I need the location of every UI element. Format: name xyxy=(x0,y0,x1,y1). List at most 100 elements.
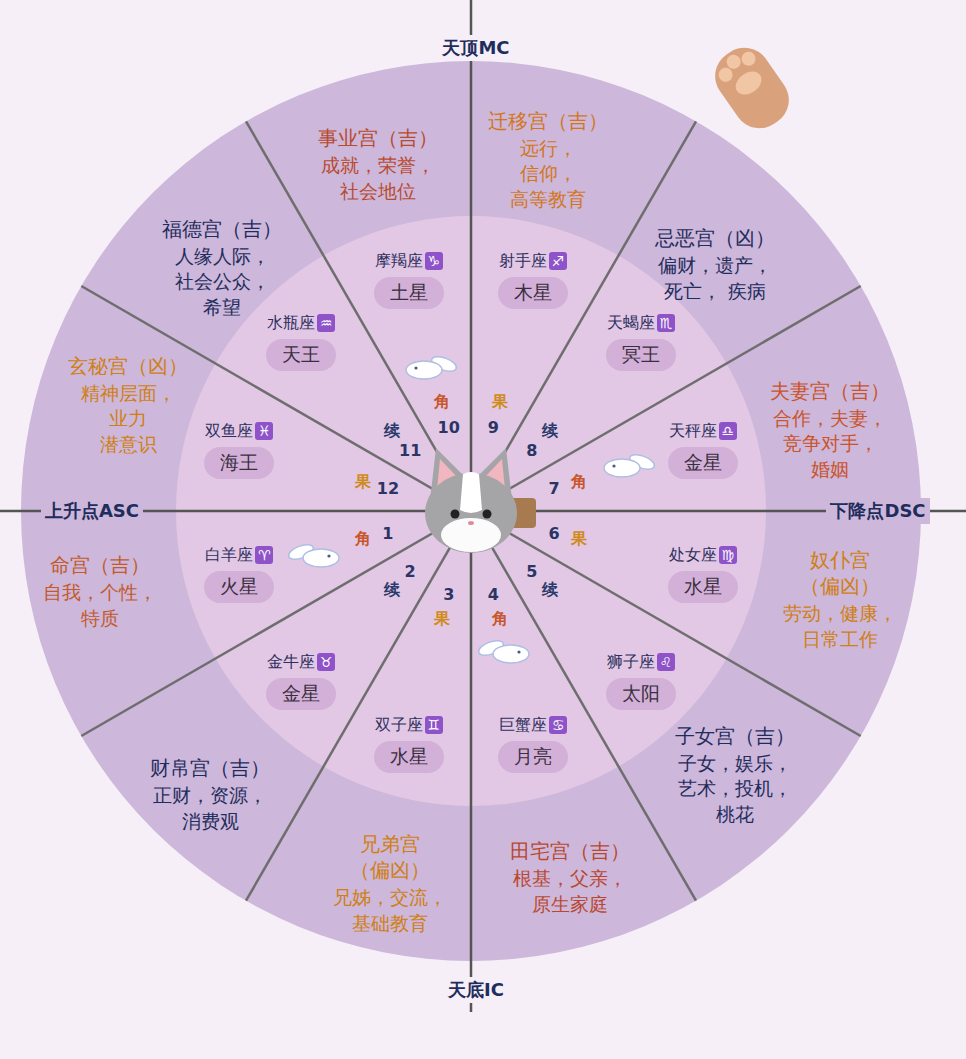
planet-pill: 处女座♍ 水星 xyxy=(653,543,753,603)
axis-label: 天底IC xyxy=(444,977,508,1003)
house-number: 5 xyxy=(526,562,537,581)
planet-name: 金星 xyxy=(684,451,722,473)
sign-row: 巨蟹座♋ xyxy=(483,713,583,736)
pill-shape: 水星 xyxy=(668,571,738,603)
house-title: 迁移宫（吉） xyxy=(484,108,612,134)
house-title: 福德宫（吉） xyxy=(158,216,286,242)
house-sector: 迁移宫（吉）远行， 信仰， 高等教育 xyxy=(482,108,614,213)
house-quality: 角 xyxy=(434,392,450,413)
planet-name: 海王 xyxy=(220,451,258,473)
house-quality: 果 xyxy=(571,529,587,550)
sign-row: 摩羯座♑ xyxy=(359,249,459,272)
angel-icon xyxy=(477,638,529,663)
house-quality: 果 xyxy=(492,392,508,413)
planet-pill: 巨蟹座♋月亮 xyxy=(483,713,583,773)
planet-name: 水星 xyxy=(390,745,428,767)
house-sector: 田宅宫（吉）根基，父亲， 原生家庭 xyxy=(504,838,636,917)
house-title: 子女宫（吉） xyxy=(671,723,799,749)
house-quality: 角 xyxy=(492,609,508,630)
house-quality: 角 xyxy=(571,472,587,493)
sign-name: 双子座 xyxy=(375,715,423,734)
house-number: 6 xyxy=(548,524,559,543)
spoke-line xyxy=(81,511,471,736)
planet-pill: 金牛座♉ 金星 xyxy=(251,651,351,711)
house-sector: 奴仆宫 （偏凶）劳动，健康， 日常工作 xyxy=(774,547,906,652)
planet-name: 火星 xyxy=(220,575,258,597)
sign-name: 巨蟹座 xyxy=(499,715,547,734)
angel-icon xyxy=(406,354,458,379)
sign-name: 处女座 xyxy=(669,545,717,564)
pill-shape: 土星 xyxy=(374,277,444,309)
house-quality: 果 xyxy=(434,609,450,630)
house-sector: 子女宫（吉）子女，娱乐， 艺术，投机， 桃花 xyxy=(669,723,801,828)
planet-pill: 双子座♊水星 xyxy=(359,713,459,773)
house-quality: 续 xyxy=(542,421,558,442)
house-sector: 福德宫（吉）人缘人际， 社会公众， 希望 xyxy=(156,216,288,321)
angel-icon xyxy=(604,452,656,477)
axis-label: 天顶MC xyxy=(438,35,513,61)
pill-shape: 冥王 xyxy=(606,339,676,371)
house-sector: 命宫（吉）自我，个性， 特质 xyxy=(34,552,166,631)
sign-symbol: ♈ xyxy=(255,546,273,564)
house-sector: 玄秘宫（凶）精神层面， 业力 潜意识 xyxy=(62,353,194,458)
house-quality: 续 xyxy=(542,580,558,601)
pill-shape: 木星 xyxy=(498,277,568,309)
sign-symbol: ♐ xyxy=(549,252,567,270)
house-number: 2 xyxy=(405,562,416,581)
house-title: 奴仆宫 （偏凶） xyxy=(776,547,904,599)
spoke-line xyxy=(471,121,696,511)
house-title: 命宫（吉） xyxy=(36,552,164,578)
sign-row: 天秤座♎ xyxy=(653,419,753,442)
house-body: 合作，夫妻， 竞争对手， 婚姻 xyxy=(769,406,891,483)
sign-name: 射手座 xyxy=(499,251,547,270)
sign-symbol: ♍ xyxy=(719,546,737,564)
spoke-line xyxy=(471,511,696,901)
planet-name: 金星 xyxy=(282,682,320,704)
house-body: 正财，资源， 消费观 xyxy=(149,783,271,834)
house-quality: 角 xyxy=(355,529,371,550)
house-body: 偏财，遗产， 死亡， 疾病 xyxy=(654,253,776,304)
sign-row: 金牛座♉ xyxy=(251,651,351,674)
house-number: 11 xyxy=(399,441,421,460)
house-sector: 财帛宫（吉）正财，资源， 消费观 xyxy=(144,755,276,834)
house-title: 事业宫（吉） xyxy=(314,125,442,151)
sign-name: 水瓶座 xyxy=(267,313,315,332)
house-body: 远行， 信仰， 高等教育 xyxy=(506,136,591,213)
sign-symbol: ♎ xyxy=(719,422,737,440)
sign-symbol: ♌ xyxy=(657,653,675,671)
planet-pill: 射手座♐ 木星 xyxy=(483,249,583,309)
axis-label: 上升点ASC xyxy=(41,498,143,524)
pill-shape: 海王 xyxy=(204,447,274,479)
house-sector: 忌恶宫（凶）偏财，遗产， 死亡， 疾病 xyxy=(649,225,781,304)
house-number: 12 xyxy=(377,479,399,498)
planet-pill: 天秤座♎ 金星 xyxy=(653,419,753,479)
sign-symbol: ♑ xyxy=(425,252,443,270)
house-body: 精神层面， 业力 潜意识 xyxy=(79,381,177,458)
house-sector: 兄弟宫 （偏凶）兄姊，交流， 基础教育 xyxy=(324,831,456,936)
house-number: 3 xyxy=(443,585,454,604)
sign-symbol: ♉ xyxy=(317,653,335,671)
sign-row: 双鱼座♓ xyxy=(189,419,289,442)
sign-row: 狮子座♌ xyxy=(591,651,691,674)
sign-symbol: ♒ xyxy=(317,314,335,332)
sign-row: 处女座♍ xyxy=(653,543,753,566)
sign-symbol: ♓ xyxy=(255,422,273,440)
planet-pill: 狮子座♌太阳 xyxy=(591,651,691,711)
sign-symbol: ♋ xyxy=(549,716,567,734)
planet-pill: 水瓶座♒ 天王 xyxy=(251,312,351,372)
sign-row: 水瓶座♒ xyxy=(251,312,351,335)
pill-shape: 天王 xyxy=(266,339,336,371)
sign-row: 白羊座♈ xyxy=(189,543,289,566)
planet-name: 土星 xyxy=(390,281,428,303)
pill-shape: 金星 xyxy=(668,447,738,479)
house-body: 兄姊，交流， 基础教育 xyxy=(329,885,451,936)
planet-name: 水星 xyxy=(684,575,722,597)
sign-name: 双鱼座 xyxy=(205,421,253,440)
planet-name: 天王 xyxy=(282,343,320,365)
sign-row: 天蝎座♏ xyxy=(591,312,691,335)
house-number: 4 xyxy=(488,585,499,604)
house-body: 子女，娱乐， 艺术，投机， 桃花 xyxy=(674,751,796,828)
house-quality: 续 xyxy=(384,421,400,442)
